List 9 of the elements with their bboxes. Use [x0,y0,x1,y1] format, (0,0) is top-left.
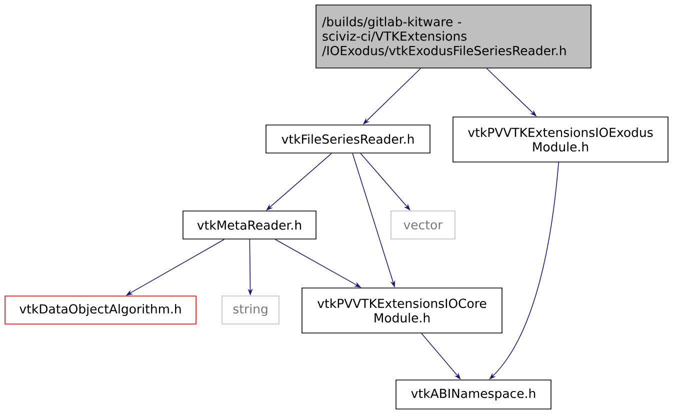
file-box: vtkDataObjectAlgorithm.h [4,296,196,324]
file-box: string [222,296,280,324]
file-box: vtkPVVTKExtensionsIOExodus Module.h [452,116,668,162]
file-box: vtkMetaReader.h [182,210,316,240]
file-box: vtkABINamespace.h [396,380,552,410]
file-box: vtkFileSeriesReader.h [266,124,430,154]
file-box: vector [390,210,456,240]
file-box: /builds/gitlab-kitware -sciviz-ci/VTKExtensions /IOExodus/vtkExodusFileSeriesReader.h [316,4,592,68]
file-box: vtkPVVTKExtensionsIOCore Module.h [302,288,502,334]
